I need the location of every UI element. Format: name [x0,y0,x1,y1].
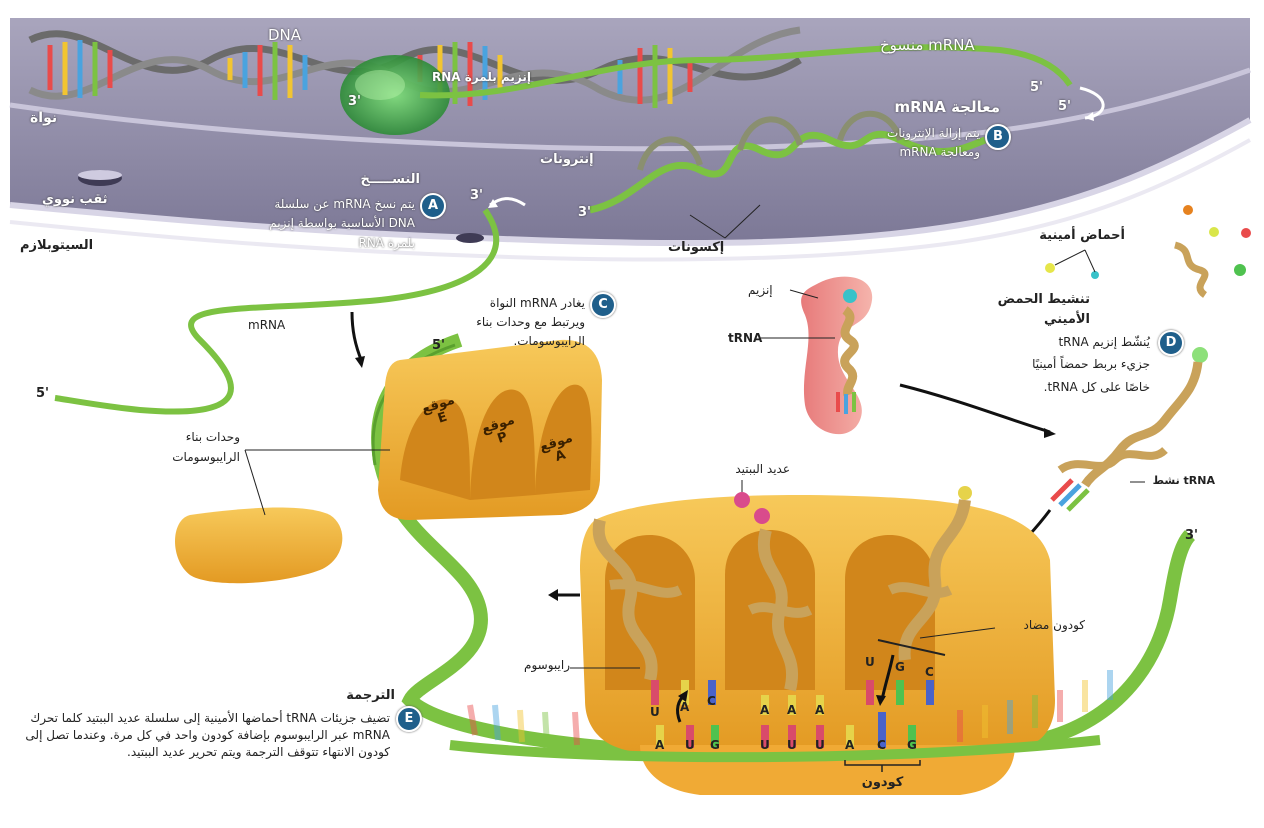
anticodon-base: C [707,694,716,708]
export-arrow [352,312,362,362]
step-c-badge: C [590,292,616,318]
step-a-title: النســـــخ [330,172,420,187]
mrna-base: U [787,738,797,752]
nucleus-region [10,18,1250,243]
subunits-label-1: وحدات بناء [150,430,240,444]
free-trna [845,310,855,395]
mrna-base: U [815,738,825,752]
five-prime-left: 5' [36,386,49,401]
cytoplasm-label: السيتوبلازم [20,238,93,253]
ribosome-label: رايبوسوم [495,658,570,672]
step-a-badge: A [420,193,446,219]
trna-base: A [760,703,769,717]
step-c-line2: ويرتبط مع وحدات بناء [430,315,585,329]
step-d-badge: D [1158,330,1184,356]
step-c-line3: الرايبوسومات. [430,334,585,348]
mrna-base: C [877,738,886,752]
step-b-line1: يتم إزالة الإنترونات [820,126,980,140]
step-a-line3: بلمرة RNA [300,236,415,250]
step-a-line2: DNA الأساسية بواسطة إنزيم [190,216,415,230]
step-d-line2: جزيء بربط حمضاً أمينيًا [990,357,1150,371]
subunits-label-2: الرايبوسومات [150,450,240,464]
nucleus-label: نواة [30,110,57,126]
step-e-badge: E [396,706,422,732]
active-trna-label: tRNA نشط [1140,474,1215,487]
exons-label: إكسونات [668,240,724,255]
dna-label: DNA [268,26,301,44]
five-prime-top: 5' [432,338,445,353]
five-prime-label-a: 5' [1030,80,1043,95]
step-d-line3: خاصًا على كل tRNA. [990,380,1150,394]
three-prime-label: 3' [348,94,361,109]
step-a-line1: يتم نسخ mRNA عن سلسلة [200,197,415,211]
anticodon-base: A [680,700,689,714]
step-e-title: الترجمة [300,688,395,703]
three-prime-label-3: 3' [578,205,591,220]
introns-label: إنترونات [540,152,594,167]
polypeptide-label: عديد الببتيد [690,462,790,476]
mrna-base: A [845,738,854,752]
mrna-base: G [710,738,720,752]
step-d-title-1: تنشيط الحمض [955,292,1090,307]
step-b-line2: ومعالجة mRNA [820,145,980,159]
mrna-base: U [685,738,695,752]
rna-polymerase-label: إنزيم بلمرة RNA [432,70,531,84]
polypeptide-bead [734,492,750,508]
mrna-base: G [907,738,917,752]
mrna-base: A [655,738,664,752]
step-b-title: معالجة mRNA [820,98,1000,116]
step-c-line1: يغادر mRNA النواة [430,296,585,310]
three-prime-label-2: 3' [470,188,483,203]
anticodon-base: U [650,705,660,719]
step-b-badge: B [985,124,1011,150]
mrna-base: U [760,738,770,752]
step-e-text: تضيف جزيئات tRNA أحماضها الأمينية إلى سل… [22,710,390,761]
activated-amino-acid [1192,347,1208,363]
codon-label: كودون [845,775,920,790]
amino-acids-label: أحماض أمينية [1010,228,1125,243]
ribosome-small-subunit [175,508,342,584]
pre-mrna-label: mRNA منسوخ [880,36,975,54]
amino-acid [1183,205,1193,215]
mrna-label: mRNA [248,318,285,332]
trna-base: A [815,703,824,717]
step-d-line1: يُنشّط إنزيم tRNA [990,335,1150,349]
trna-base: A [787,703,796,717]
three-prime-right: 3' [1185,528,1198,543]
enzyme-label: إنزيم [748,283,773,297]
anticodon-base: G [895,660,905,674]
anticodon-label: كودون مضاد [990,618,1085,632]
trna-label: tRNA [728,331,762,345]
nuclear-pore-label: ثقب نووي [42,192,108,207]
anticodon-base: U [865,655,875,669]
anticodon-base: C [925,665,934,679]
five-prime-label-b: 5' [1058,99,1071,114]
step-d-title-2: الأميني [955,312,1090,327]
